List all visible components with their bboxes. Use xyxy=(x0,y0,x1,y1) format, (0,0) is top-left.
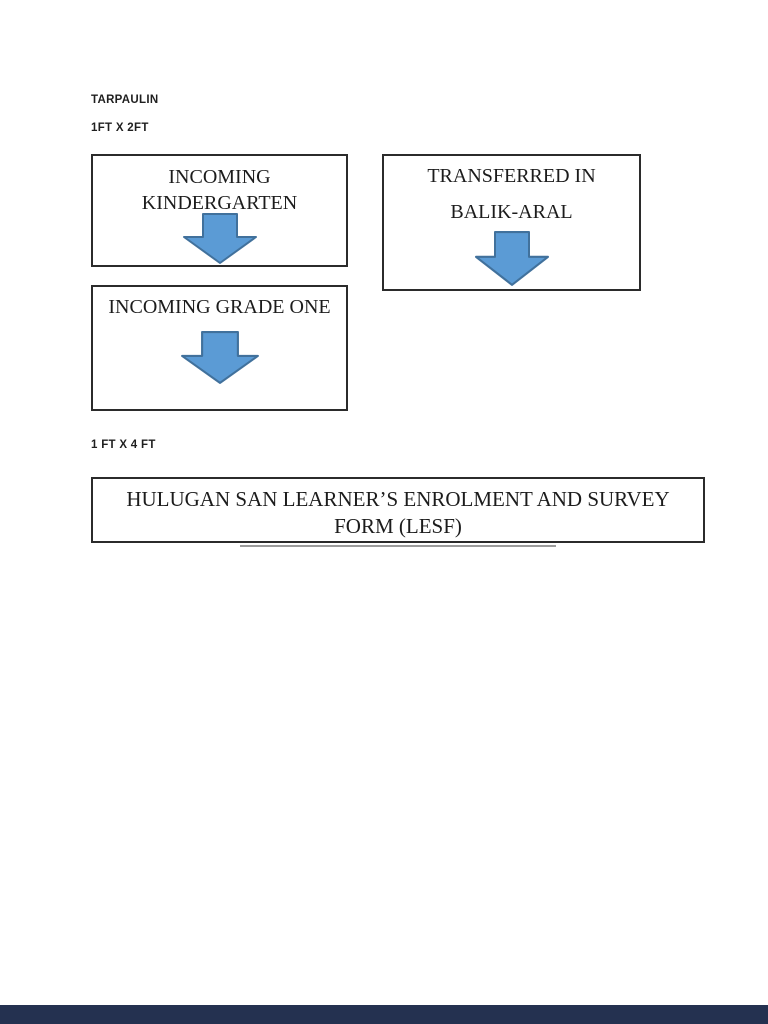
down-arrow-icon xyxy=(180,331,259,384)
lesf-title-box: HULUGAN SAN LEARNER’S ENROLMENT AND SURV… xyxy=(91,477,705,543)
lesf-title-line2: FORM (LESF) xyxy=(334,514,462,538)
incoming-grade-one-line1: INCOMING GRADE ONE xyxy=(108,296,331,318)
size-label-1ft-x-2ft: 1FT X 2FT xyxy=(91,122,149,134)
down-arrow-icon xyxy=(182,213,257,264)
balik-aral-line2: BALIK-ARAL xyxy=(450,201,573,223)
incoming-kindergarten-line1: INCOMING xyxy=(168,166,271,188)
box-shadow-line xyxy=(240,545,556,547)
viewer-footer-bar xyxy=(0,1005,768,1024)
size-label-1ft-x-4ft: 1 FT X 4 FT xyxy=(91,439,156,451)
transferred-in-balik-aral-box: TRANSFERRED IN BALIK-ARAL xyxy=(382,154,641,291)
tarpaulin-label: TARPAULIN xyxy=(91,94,159,106)
down-arrow-icon xyxy=(474,231,549,286)
lesf-title-line1: HULUGAN SAN LEARNER’S ENROLMENT AND SURV… xyxy=(126,487,670,511)
incoming-kindergarten-box: INCOMING KINDERGARTEN xyxy=(91,154,348,267)
incoming-kindergarten-line2: KINDERGARTEN xyxy=(141,192,298,214)
incoming-grade-one-box: INCOMING GRADE ONE xyxy=(91,285,348,411)
transferred-in-line1: TRANSFERRED IN xyxy=(427,165,596,187)
